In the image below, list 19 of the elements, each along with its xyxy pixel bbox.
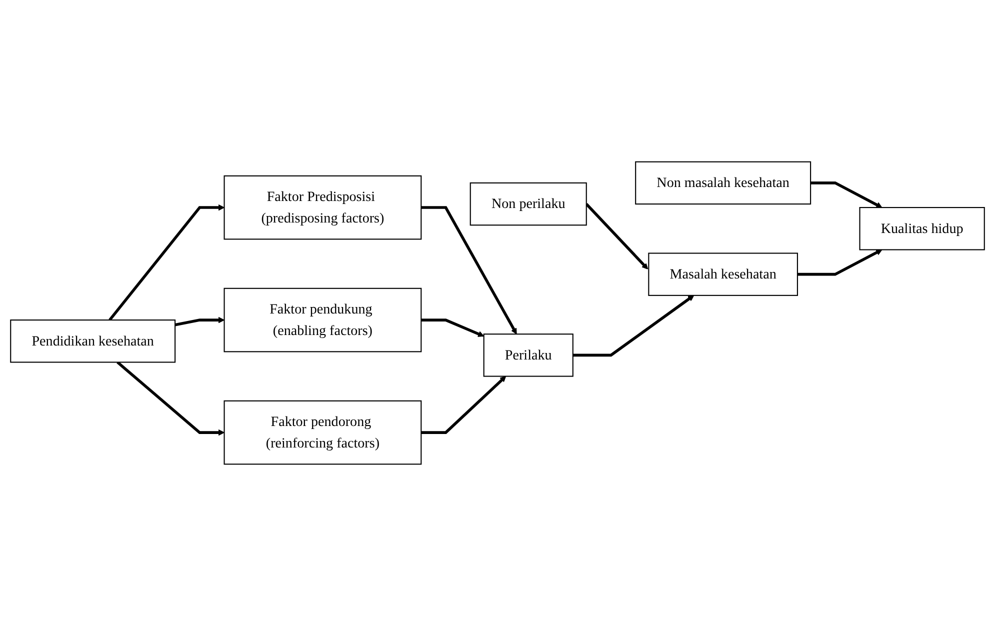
arrow	[116, 361, 225, 436]
arrow	[421, 376, 506, 434]
node-box: Masalah kesehatan	[648, 252, 798, 296]
arrow	[572, 295, 694, 357]
node-box: Faktor pendukung (enabling factors)	[224, 288, 422, 352]
node-box: Kualitas hidup	[859, 207, 985, 250]
node-box: Pendidikan kesehatan	[10, 320, 176, 363]
arrow	[174, 316, 225, 326]
node-box: Faktor pendorong (reinforcing factors)	[224, 400, 422, 465]
arrow	[421, 318, 484, 337]
arrow	[797, 249, 882, 276]
arrow	[810, 182, 882, 208]
node-box: Perilaku	[483, 334, 574, 377]
node-box: Non perilaku	[470, 182, 587, 226]
arrow	[585, 203, 648, 270]
arrow	[108, 204, 225, 321]
arrow	[421, 206, 517, 334]
node-box: Non masalah kesehatan	[635, 161, 812, 205]
node-box: Faktor Predisposisi (predisposing factors)	[224, 175, 422, 240]
